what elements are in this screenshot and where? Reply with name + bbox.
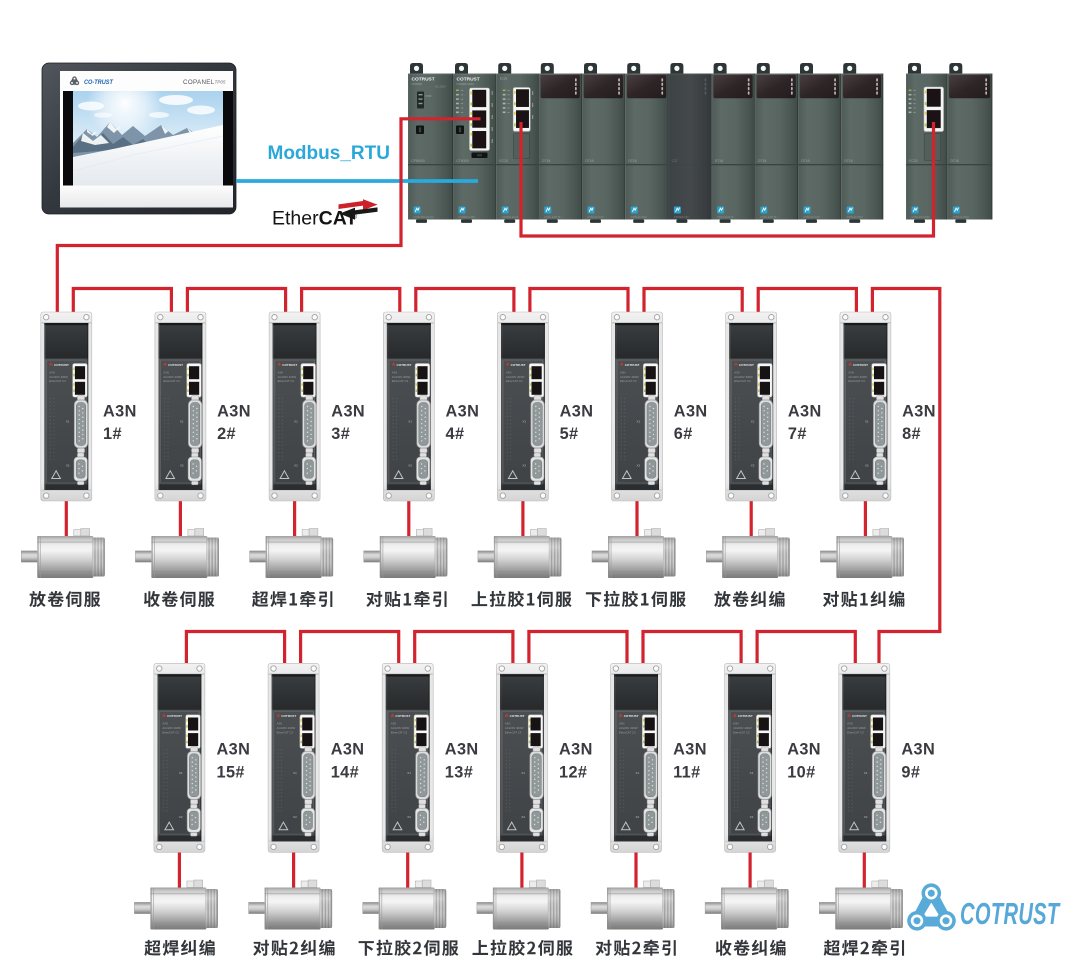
svg-text:EC20: EC20 — [500, 77, 508, 81]
svg-text:DT16: DT16 — [542, 159, 550, 163]
svg-text:A3N: A3N — [674, 403, 708, 421]
svg-text:3#: 3# — [331, 425, 350, 443]
svg-text:15#: 15# — [217, 763, 245, 781]
svg-text:12#: 12# — [559, 763, 587, 781]
svg-text:CO-TRUST: CO-TRUST — [84, 79, 114, 87]
svg-text:8#: 8# — [902, 425, 921, 443]
svg-text:CTSC-E DT16: CTSC-E DT16 — [760, 216, 777, 219]
svg-text:DT16: DT16 — [628, 159, 636, 163]
svg-text:10#: 10# — [787, 763, 815, 781]
svg-text:AC 220V: AC 220V — [435, 85, 446, 89]
svg-text:DT16: DT16 — [801, 159, 809, 163]
svg-text:®: ® — [353, 214, 358, 221]
svg-text:CTH300: CTH300 — [456, 159, 469, 163]
svg-text:COPANEL: COPANEL — [183, 79, 215, 86]
svg-text:COTRUST: COTRUST — [412, 77, 435, 83]
svg-text:EtherCAT: EtherCAT — [272, 208, 357, 230]
svg-text:6#: 6# — [674, 425, 693, 443]
svg-text:CPW400: CPW400 — [412, 82, 423, 86]
svg-text:EC20: EC20 — [499, 159, 508, 163]
svg-text:PWR: PWR — [426, 94, 432, 98]
svg-text:CTSC-E DT16: CTSC-E DT16 — [717, 216, 734, 219]
svg-text:A3N: A3N — [787, 740, 821, 758]
svg-text:A3N: A3N — [901, 740, 935, 758]
svg-text:A3N: A3N — [445, 740, 479, 758]
svg-text:14#: 14# — [331, 763, 359, 781]
svg-text:CTSC-E DT16: CTSC-E DT16 — [544, 216, 561, 219]
svg-text:CTSC-E DT16: CTSC-E DT16 — [631, 216, 648, 219]
svg-text:DT16: DT16 — [951, 159, 959, 163]
svg-text:9#: 9# — [901, 763, 920, 781]
svg-text:Modbus_RTU: Modbus_RTU — [268, 143, 390, 164]
svg-text:A3N: A3N — [331, 740, 365, 758]
svg-text:A3N: A3N — [217, 740, 251, 758]
svg-text:CTH300-EC20: CTH300-EC20 — [502, 216, 519, 219]
svg-text:CPW400: CPW400 — [411, 159, 425, 163]
svg-text:A3N: A3N — [673, 740, 707, 758]
svg-text:CTH300-C36H: CTH300-C36H — [457, 82, 474, 86]
svg-text:2#: 2# — [217, 425, 236, 443]
svg-text:C37: C37 — [672, 159, 678, 163]
svg-text:5#: 5# — [560, 425, 579, 443]
svg-text:A3N: A3N — [902, 403, 936, 421]
svg-text:A3N: A3N — [446, 403, 480, 421]
svg-text:7#: 7# — [788, 425, 807, 443]
svg-text:CTH300-C37: CTH300-C37 — [674, 216, 689, 219]
svg-text:A3N: A3N — [560, 403, 594, 421]
svg-text:DT16: DT16 — [758, 159, 766, 163]
svg-text:DT16: DT16 — [715, 159, 723, 163]
svg-text:CTH300-C36H: CTH300-C36H — [459, 216, 476, 219]
svg-text:CTSC-PN CN01: CTSC-PN CN01 — [912, 216, 931, 219]
svg-text:COTRUST: COTRUST — [960, 898, 1061, 931]
svg-text:COTRUST: COTRUST — [457, 77, 480, 83]
svg-text:A3N: A3N — [788, 403, 822, 421]
svg-text:A3N: A3N — [559, 740, 593, 758]
svg-text:4#: 4# — [446, 425, 465, 443]
svg-text:A3N: A3N — [103, 403, 137, 421]
svg-text:CTSC-E DT16: CTSC-E DT16 — [588, 216, 605, 219]
svg-text:CTSC-E DT16: CTSC-E DT16 — [953, 216, 970, 219]
svg-text:DT16: DT16 — [585, 159, 593, 163]
svg-text:A3N: A3N — [331, 403, 365, 421]
svg-text:A3N: A3N — [217, 403, 251, 421]
svg-text:DT16: DT16 — [844, 159, 852, 163]
svg-text:TP05: TP05 — [215, 80, 226, 85]
svg-text:CTSC-E DT16: CTSC-E DT16 — [847, 216, 864, 219]
svg-text:11#: 11# — [673, 763, 700, 781]
svg-text:13#: 13# — [445, 763, 473, 781]
svg-text:CTSC-E DT16: CTSC-E DT16 — [804, 216, 821, 219]
svg-text:EC20: EC20 — [909, 159, 918, 163]
svg-text:1#: 1# — [103, 425, 122, 443]
svg-text:CTSC-PW AC220: CTSC-PW AC220 — [414, 216, 434, 219]
